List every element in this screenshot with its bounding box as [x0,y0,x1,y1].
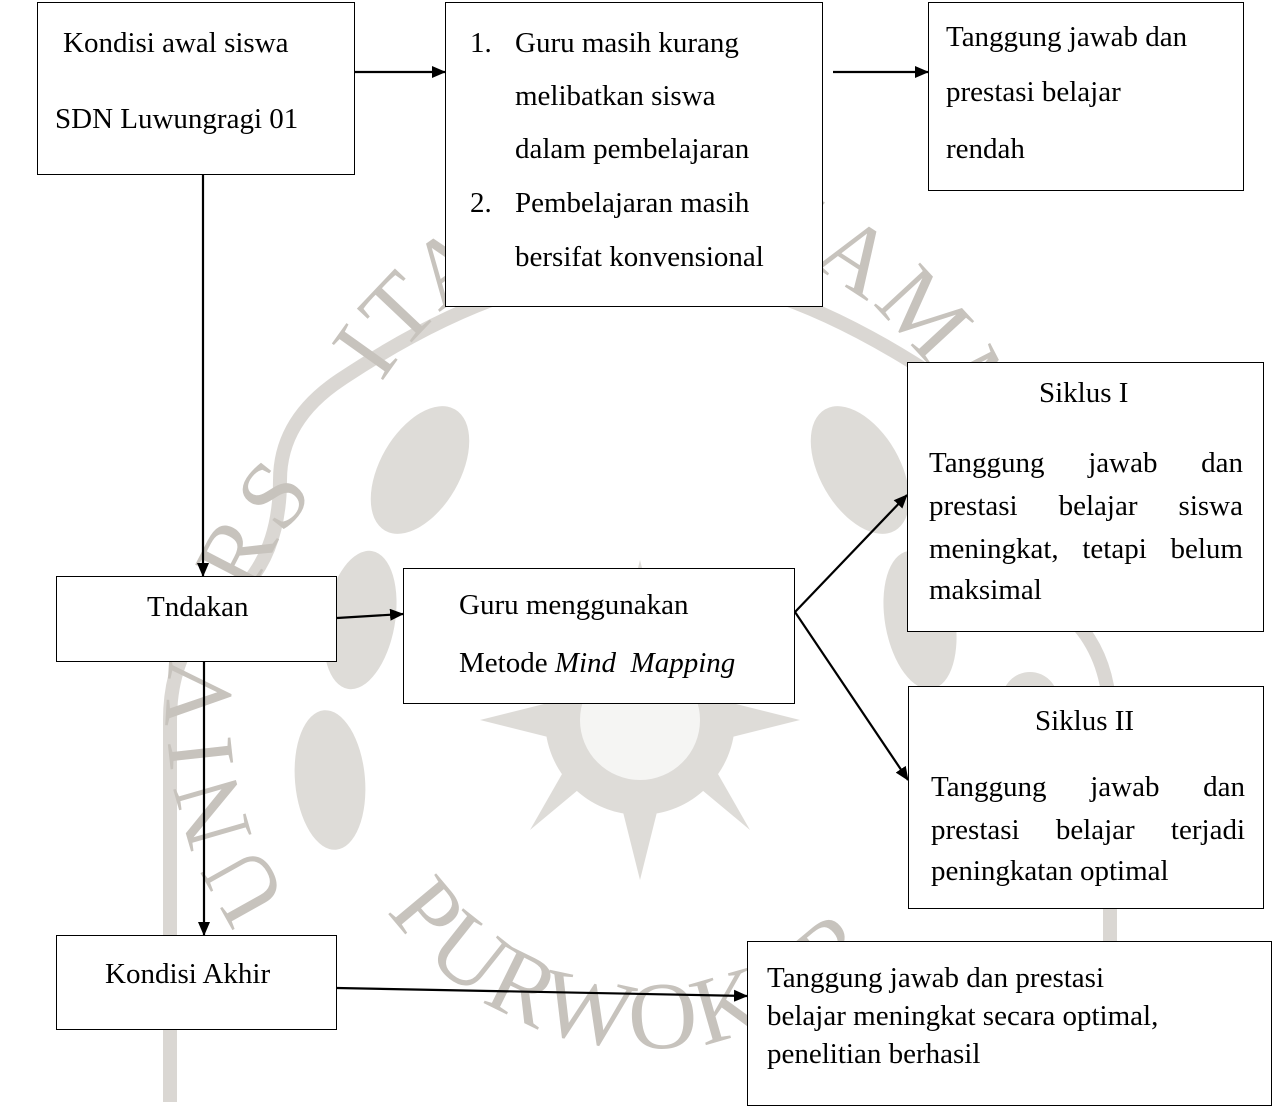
box-cycle-1: Siklus I Tanggung jawab dan prestasi bel… [907,362,1264,632]
problem-2-line1: Pembelajaran masih [515,187,750,219]
cycle-1-line2: prestasi belajar siswa [929,490,1243,522]
problem-2-number: 2. [470,187,492,219]
initial-condition-line2: SDN Luwungragi 01 [55,103,299,135]
action-label: Tndakan [147,591,249,623]
box-final-result: Tanggung jawab dan prestasi belajar meni… [747,941,1272,1106]
box-method: Guru menggunakan Metode Mind Mapping [403,568,795,704]
method-line2-italic: Mind Mapping [554,647,736,679]
box-final-condition: Kondisi Akhir [56,935,337,1030]
final-result-line3: penelitian berhasil [767,1038,981,1070]
problem-2-line2: bersifat konvensional [515,241,764,273]
cycle-1-line3: meningkat, tetapi belum [929,533,1243,565]
box-action: Tndakan [56,576,337,662]
problem-1-line3: dalam pembelajaran [515,133,750,165]
box-problems: 1. Guru masih kurang melibatkan siswa da… [445,2,823,307]
arrow-final-to-result [336,986,748,1002]
box-low-result: Tanggung jawab dan prestasi belajar rend… [928,2,1244,191]
problem-1-number: 1. [470,27,492,59]
method-line2-prefix: Metode [459,647,555,679]
cycle-1-line4: maksimal [929,574,1042,606]
low-result-line2: prestasi belajar [946,76,1121,108]
problem-1-line1: Guru masih kurang [515,27,739,59]
cycle-2-title: Siklus II [1035,705,1135,737]
cycle-2-line3: peningkatan optimal [931,855,1169,887]
cycle-2-line2: prestasi belajar terjadi [931,814,1245,846]
box-initial-condition: Kondisi awal siswa SDN Luwungragi 01 [37,2,355,175]
final-result-line2: belajar meningkat secara optimal, [767,1000,1159,1032]
cycle-2-line1: Tanggung jawab dan [931,771,1245,803]
final-condition-label: Kondisi Akhir [105,958,271,990]
method-line1: Guru menggunakan [459,589,689,621]
method-line2: Metode Mind Mapping [459,647,735,679]
initial-condition-line1: Kondisi awal siswa [63,27,289,59]
arrow-method-to-cycle2 [794,611,909,781]
arrow-method-to-cycle1 [794,494,908,613]
problem-1-line2: melibatkan siswa [515,80,716,112]
box-cycle-2: Siklus II Tanggung jawab dan prestasi be… [908,686,1264,909]
cycle-1-title: Siklus I [1039,377,1129,409]
cycle-1-line1: Tanggung jawab dan [929,447,1243,479]
low-result-line1: Tanggung jawab dan [946,21,1188,53]
low-result-line3: rendah [946,133,1025,165]
arrow-action-to-method [336,608,404,621]
final-result-line1: Tanggung jawab dan prestasi [767,962,1105,994]
